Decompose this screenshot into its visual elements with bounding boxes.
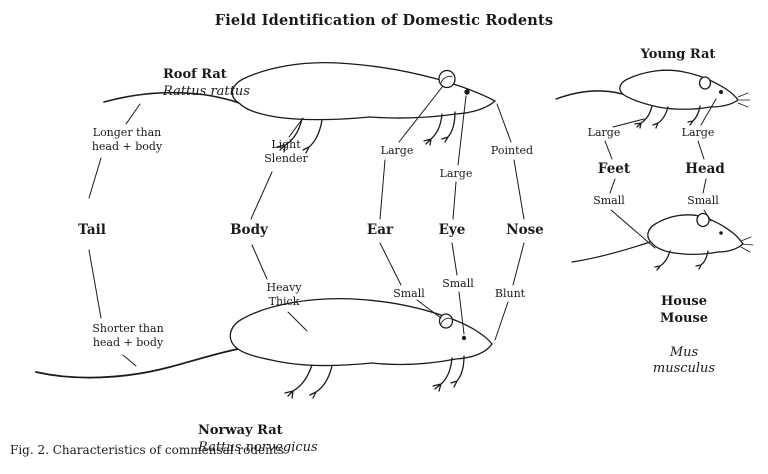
house-mouse-whiskers: [740, 236, 754, 253]
house-mouse-body: [647, 214, 744, 255]
eye-roof-rat-value: Large: [439, 167, 473, 180]
body-roof-rat-value: Light Slender: [264, 138, 308, 166]
house-mouse-eye: [719, 231, 723, 235]
nose-connectors: [494, 103, 525, 341]
roof-rat-tail: [103, 91, 240, 104]
house-mouse-name: House Mouse: [659, 293, 709, 326]
feature-label-body: Body: [230, 222, 268, 238]
tail-norway-rat-value: Shorter than head + body: [92, 322, 164, 350]
roof-rat-illustration: [103, 61, 496, 154]
roof-rat-species: Rattus rattus: [163, 83, 250, 99]
nose-roof-rat-value: Pointed: [490, 144, 534, 157]
roof-rat-eye: [464, 89, 470, 95]
house-mouse-legs: [654, 250, 709, 271]
young-rat-illustration: [555, 69, 751, 129]
young-rat-label: Young Rat: [640, 47, 716, 62]
young-rat-tail: [555, 90, 623, 100]
norway-rat-tail: [35, 348, 239, 379]
feet-house-mouse-value: Small: [593, 194, 625, 207]
feature-label-ear: Ear: [366, 222, 394, 238]
norway-rat-legs: [284, 355, 465, 399]
feature-label-nose: Nose: [506, 222, 544, 238]
norway-rat-name: Norway Rat: [198, 422, 283, 438]
feet-young-rat-value: Large: [587, 126, 621, 139]
connector-lines: [88, 85, 717, 367]
young-rat-whiskers: [737, 92, 751, 108]
feature-label-eye: Eye: [438, 222, 466, 238]
figure-caption: Fig. 2. Characteristics of commensal rod…: [10, 443, 284, 457]
norway-rat-illustration: [35, 298, 493, 399]
roof-rat-name: Roof Rat: [163, 66, 227, 82]
house-mouse-tail: [571, 241, 651, 263]
body-connectors: [250, 117, 308, 332]
young-rat-eye: [719, 90, 723, 94]
roof-rat-label: Roof Rat Rattus rattus: [163, 50, 250, 101]
tail-connectors: [88, 103, 141, 367]
ear-roof-rat-value: Large: [380, 144, 414, 157]
norway-rat-label: Norway Rat Rattus norvegicus: [198, 406, 318, 457]
norway-rat-ear-inner: [440, 317, 452, 325]
house-mouse-ear: [696, 212, 710, 228]
page-title: Field Identification of Domestic Rodents: [214, 12, 554, 29]
roof-rat-legs: [276, 111, 456, 154]
nose-norway-rat-value: Blunt: [494, 287, 526, 300]
head-house-mouse-value: Small: [687, 194, 719, 207]
ear-norway-rat-value: Small: [393, 287, 425, 300]
feature-label-head: Head: [685, 161, 725, 177]
eye-connectors: [451, 95, 467, 335]
body-norway-rat-value: Heavy Thick: [266, 281, 302, 309]
head-young-rat-value: Large: [681, 126, 715, 139]
ear-connectors: [379, 85, 444, 319]
roof-rat-ear: [438, 69, 456, 89]
norway-rat-body: [229, 298, 493, 367]
young-rat-legs: [634, 105, 701, 129]
young-rat-ear: [698, 76, 712, 90]
house-mouse-label: House Mouse Mus musculus: [642, 277, 726, 395]
feature-label-tail: Tail: [78, 222, 106, 238]
eye-norway-rat-value: Small: [442, 277, 474, 290]
norway-rat-species: Rattus norvegicus: [198, 439, 318, 455]
norway-rat-ear: [438, 313, 454, 329]
tail-roof-rat-value: Longer than head + body: [91, 126, 163, 154]
norway-rat-eye: [461, 335, 467, 341]
house-mouse-illustration: [571, 212, 754, 271]
feet-connectors: [604, 118, 656, 249]
young-rat-body: [619, 69, 739, 110]
roof-rat-ear-inner: [440, 75, 453, 84]
feature-label-feet: Feet: [597, 161, 631, 177]
roof-rat-body: [231, 61, 496, 121]
head-connectors: [697, 98, 717, 222]
house-mouse-species: Mus musculus: [652, 344, 716, 377]
